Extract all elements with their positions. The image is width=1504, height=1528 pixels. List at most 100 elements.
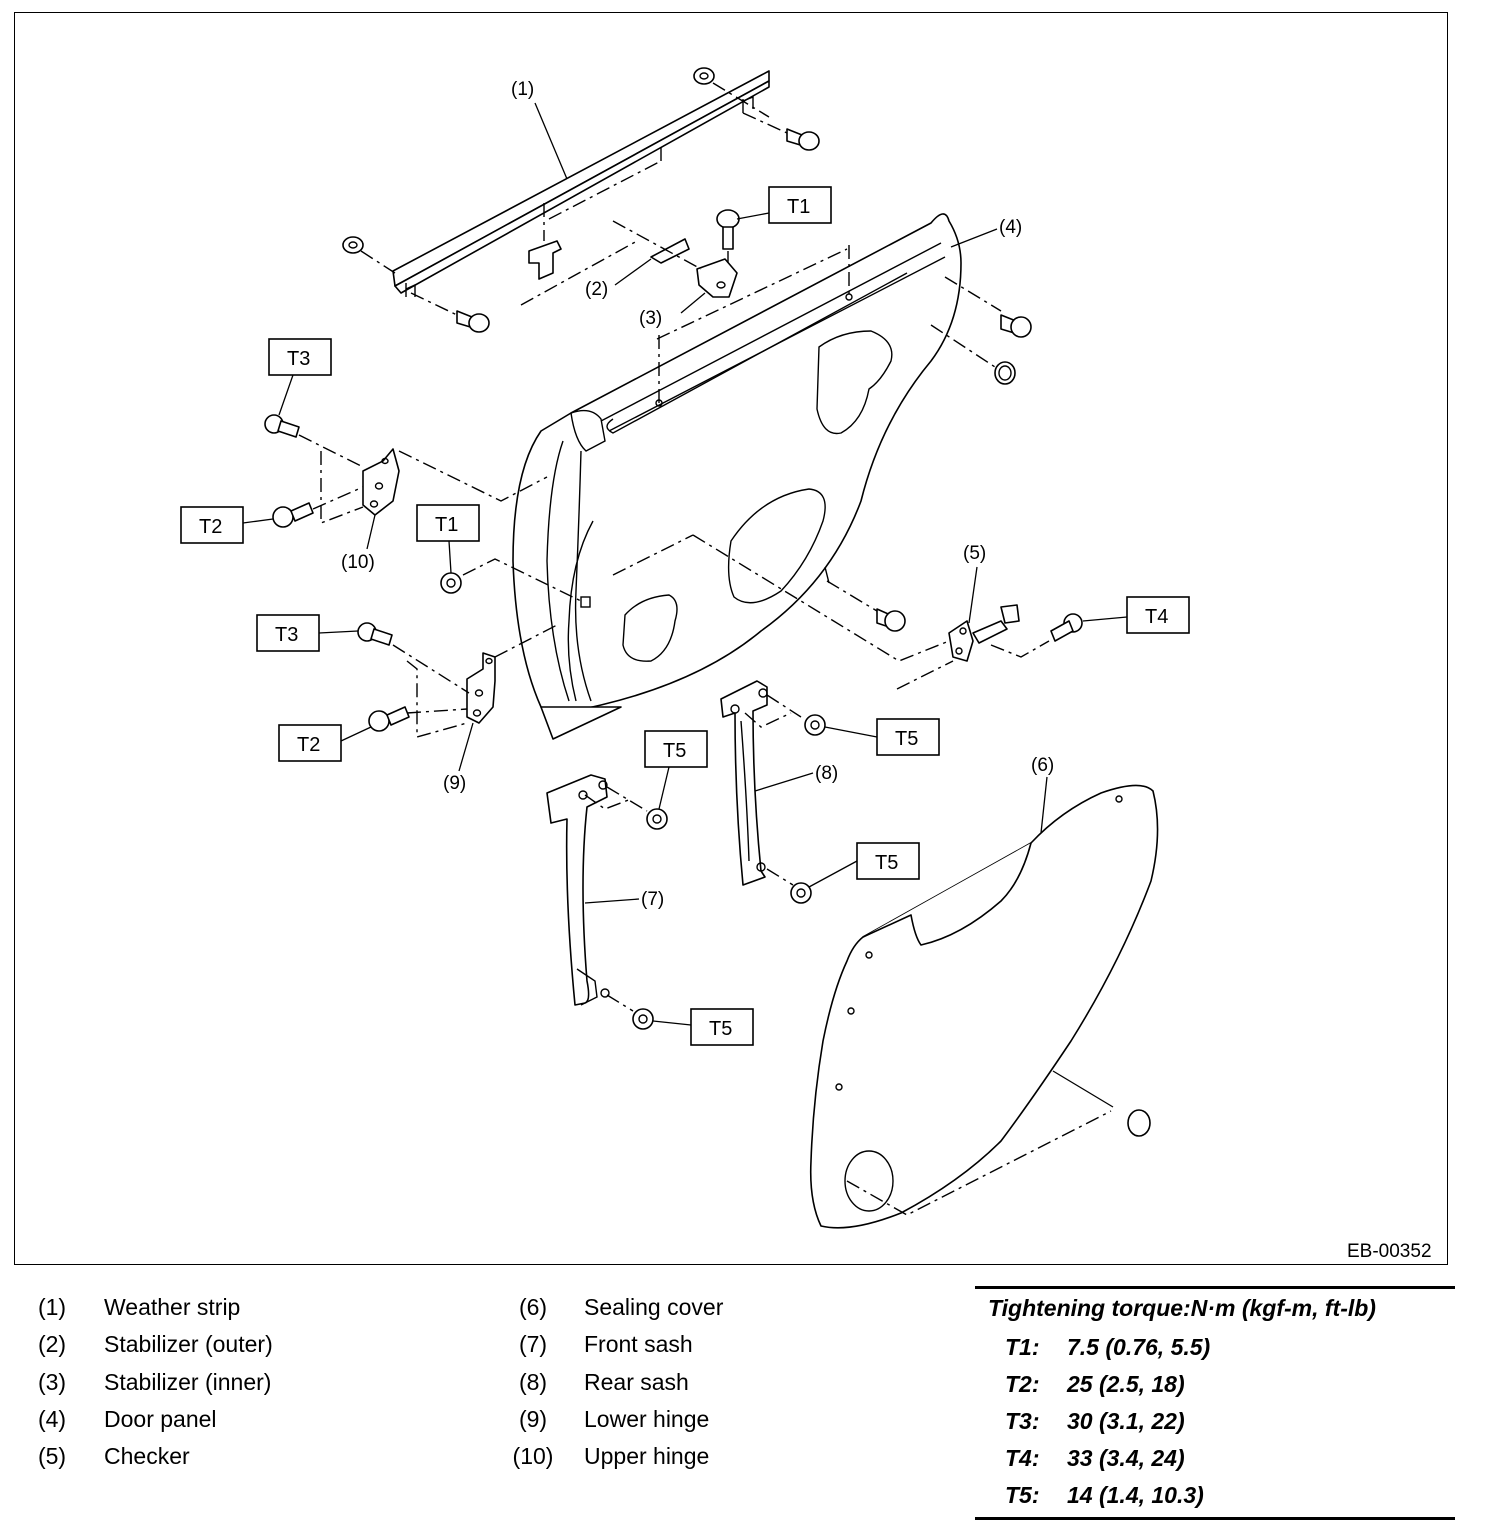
checker — [948, 604, 1020, 662]
tag-t3-upper: T3 — [268, 338, 332, 416]
svg-text:T2: T2 — [297, 734, 320, 756]
torque-table: Tightening torque:N·m (kgf-m, ft-lb) T1:… — [975, 1286, 1455, 1520]
svg-text:T3: T3 — [275, 624, 298, 646]
nut-top — [693, 67, 715, 85]
svg-text:T5: T5 — [895, 728, 918, 750]
diagram-drawing: (1) (2) (3) (4) (5) (6) (7) (8) (9) (10)… — [180, 67, 1432, 1262]
nut-t5-front-bottom — [632, 1008, 654, 1030]
legend-name: Upper hinge — [584, 1443, 710, 1469]
torque-value: 7.5 (0.76, 5.5) — [1067, 1334, 1211, 1360]
bolt-t3-upper — [264, 414, 300, 438]
legend: (1) Weather strip (2) Stabilizer (outer)… — [0, 1286, 1504, 1528]
stabilizer-inner — [696, 258, 738, 298]
nut-left — [342, 236, 364, 254]
callout-6: (6) — [1031, 755, 1054, 776]
torque-value: 14 (1.4, 10.3) — [1067, 1482, 1204, 1508]
svg-text:T3: T3 — [287, 348, 310, 370]
callout-8: (8) — [815, 763, 838, 784]
legend-num: (6) — [518, 1294, 548, 1320]
svg-text:T5: T5 — [663, 740, 686, 762]
upper-hinge — [362, 448, 400, 516]
torque-row: T3: 30 (3.1, 22) — [1005, 1408, 1185, 1435]
torque-value: 33 (3.4, 24) — [1067, 1445, 1185, 1471]
legend-name: Sealing cover — [584, 1294, 724, 1320]
tag-t4: T4 — [1082, 596, 1190, 634]
tag-t5-rear-top: T5 — [824, 718, 940, 756]
stabilizer-outer — [528, 238, 690, 280]
torque-code: T1: — [1005, 1334, 1040, 1360]
svg-text:T4: T4 — [1145, 606, 1168, 628]
tag-t5-front-top: T5 — [644, 730, 708, 810]
legend-name: Rear sash — [584, 1369, 689, 1395]
nut-t5-rear-bottom — [790, 882, 812, 904]
torque-row: T2: 25 (2.5, 18) — [1005, 1371, 1185, 1398]
tag-t3-lower: T3 — [256, 614, 359, 652]
legend-num: (2) — [37, 1331, 67, 1357]
rear-sash — [720, 680, 768, 886]
torque-title: Tightening torque:N·m (kgf-m, ft-lb) — [988, 1295, 1376, 1321]
exploded-diagram: (1) (2) (3) (4) (5) (6) (7) (8) (9) (10)… — [14, 12, 1448, 1265]
svg-text:T1: T1 — [435, 514, 458, 536]
torque-row: T1: 7.5 (0.76, 5.5) — [1005, 1334, 1210, 1361]
clip-bottom-left — [456, 310, 490, 333]
nut-t5-rear-top — [804, 714, 826, 736]
legend-name: Front sash — [584, 1331, 693, 1357]
bolt-t2-lower — [368, 706, 410, 732]
legend-num: (5) — [37, 1443, 67, 1469]
callout-2: (2) — [585, 279, 608, 300]
bolt-t1-top — [716, 209, 740, 250]
legend-num: (9) — [518, 1406, 548, 1432]
legend-num: (10) — [512, 1443, 554, 1469]
legend-name: Stabilizer (outer) — [104, 1331, 273, 1357]
legend-name: Door panel — [104, 1406, 217, 1432]
callout-5: (5) — [963, 543, 986, 564]
torque-code: T5: — [1005, 1482, 1040, 1508]
legend-num: (4) — [37, 1406, 67, 1432]
bolt-t4 — [1050, 613, 1083, 642]
clip-mid — [876, 608, 906, 632]
torque-value: 30 (3.1, 22) — [1067, 1408, 1185, 1434]
front-sash — [546, 774, 610, 1006]
torque-code: T4: — [1005, 1445, 1040, 1471]
torque-value: 25 (2.5, 18) — [1067, 1371, 1185, 1397]
svg-text:T1: T1 — [787, 196, 810, 218]
torque-code: T2: — [1005, 1371, 1040, 1397]
lower-hinge — [466, 652, 496, 724]
legend-name: Checker — [104, 1443, 190, 1469]
svg-text:T5: T5 — [875, 852, 898, 874]
bolt-t2-upper — [272, 502, 314, 528]
legend-name: Stabilizer (inner) — [104, 1369, 272, 1395]
nut-t5-front-top — [646, 808, 668, 830]
callout-7: (7) — [641, 889, 664, 910]
tag-t2-lower: T2 — [278, 724, 372, 762]
tag-t1-top: T1 — [736, 186, 832, 224]
bolt-t3-lower — [357, 622, 393, 646]
svg-text:T2: T2 — [199, 516, 222, 538]
torque-row: T4: 33 (3.4, 24) — [1005, 1445, 1185, 1472]
svg-text:T5: T5 — [709, 1018, 732, 1040]
legend-num: (1) — [37, 1294, 67, 1320]
tag-t1-center: T1 — [416, 504, 480, 574]
torque-code: T3: — [1005, 1408, 1040, 1434]
callout-10: (10) — [341, 552, 375, 573]
grommet-sealing — [1127, 1109, 1151, 1137]
torque-row: T5: 14 (1.4, 10.3) — [1005, 1482, 1204, 1509]
figure-code: EB-00352 — [1347, 1241, 1432, 1262]
door-panel — [512, 213, 962, 740]
legend-name: Weather strip — [104, 1294, 241, 1320]
callout-3: (3) — [639, 308, 662, 329]
legend-num: (7) — [518, 1331, 548, 1357]
nut-t1-center — [440, 572, 462, 594]
grommet-right — [994, 361, 1016, 385]
tag-t5-front-bottom: T5 — [652, 1008, 754, 1046]
tag-t2-upper: T2 — [180, 506, 274, 544]
callout-1: (1) — [511, 79, 534, 100]
callout-9: (9) — [443, 773, 466, 794]
callout-4: (4) — [999, 217, 1022, 238]
sealing-cover — [809, 784, 1159, 1229]
legend-name: Lower hinge — [584, 1406, 710, 1432]
legend-num: (3) — [37, 1369, 67, 1395]
legend-num: (8) — [518, 1369, 548, 1395]
tag-t5-rear-bottom: T5 — [808, 842, 920, 888]
clip-top-right — [786, 128, 820, 151]
